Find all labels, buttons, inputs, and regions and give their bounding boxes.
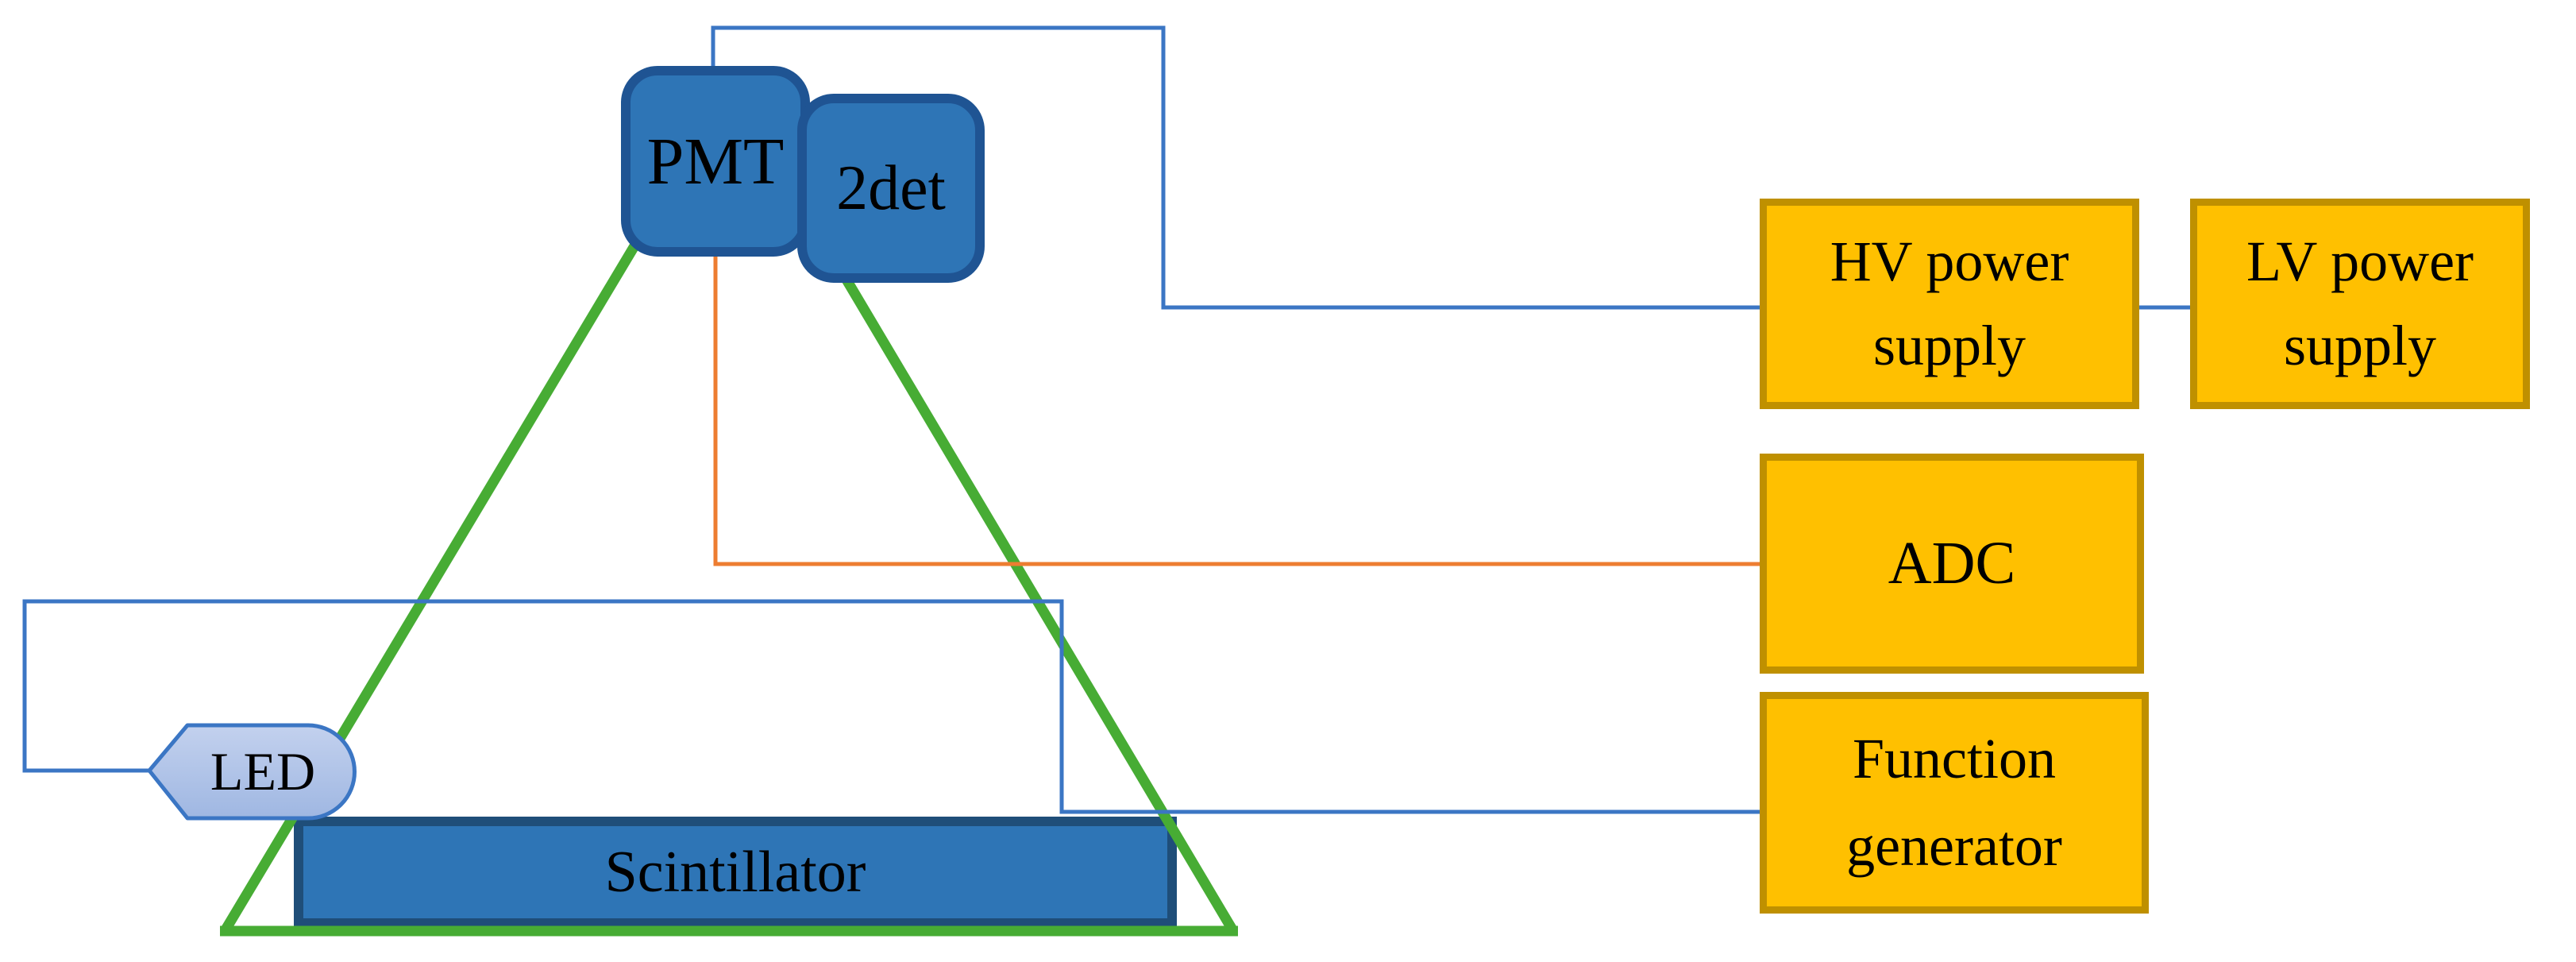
scintillator-label: Scintillator (604, 839, 866, 905)
pmt-label: PMT (646, 124, 785, 199)
hv-power-supply-label-line1: HV power (1830, 230, 2069, 293)
function-generator-box: Function generator (1760, 692, 2149, 914)
adc-box: ADC (1760, 454, 2144, 674)
lv-power-supply-box: LV power supply (2190, 199, 2530, 409)
second-detector-label: 2det (836, 153, 946, 223)
lv-power-supply-label-line2: supply (2283, 314, 2437, 377)
second-detector-box: 2det (797, 94, 985, 283)
pmt-box: PMT (621, 66, 810, 257)
lv-power-supply-label-line1: LV power (2246, 230, 2474, 293)
function-generator-label-line2: generator (1846, 814, 2062, 879)
hv-power-supply-label-line2: supply (1872, 314, 2026, 377)
adc-label: ADC (1888, 530, 2016, 597)
led-label: LED (210, 741, 316, 802)
hv-power-supply-box: HV power supply (1760, 199, 2139, 409)
led-node: LED (146, 720, 359, 824)
function-generator-label-line1: Function (1852, 726, 2056, 790)
